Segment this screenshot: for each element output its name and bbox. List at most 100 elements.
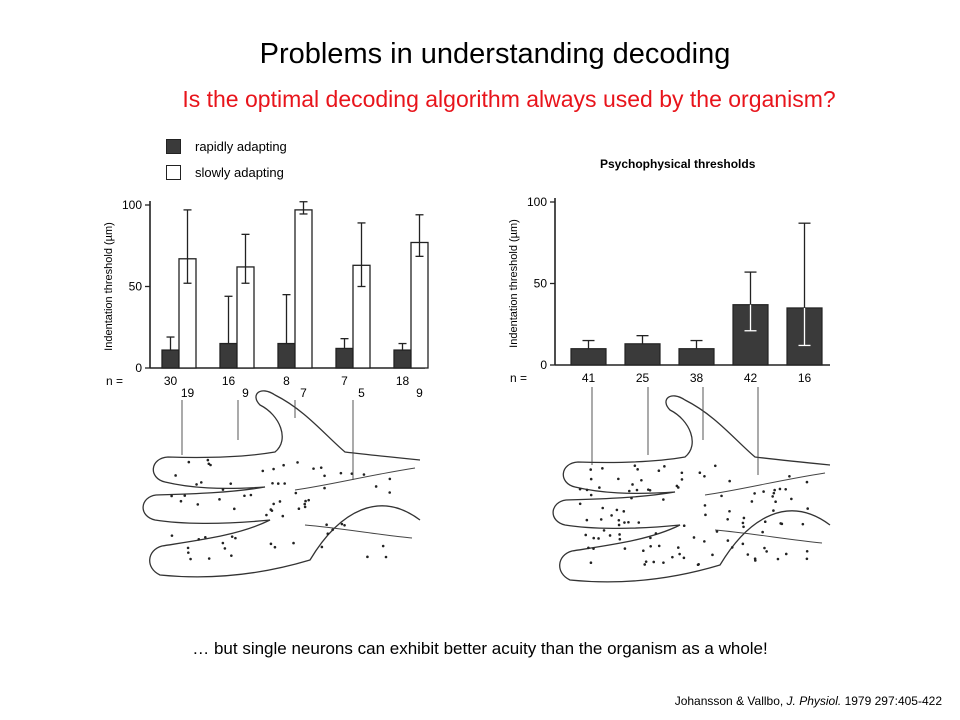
receptive-field-dot — [741, 521, 745, 525]
receptive-field-dot — [597, 537, 600, 540]
receptive-field-dot — [592, 536, 596, 540]
n-count-label: 5 — [358, 386, 365, 400]
legend-label-rapid: rapidly adapting — [195, 138, 287, 154]
receptive-field-dot — [698, 471, 702, 474]
receptive-field-dot — [640, 478, 643, 482]
receptive-field-dot — [801, 522, 805, 526]
receptive-field-dot — [778, 487, 782, 491]
legend-swatch-rapid — [166, 138, 181, 154]
receptive-field-dot — [319, 466, 323, 469]
citation-journal: J. Physiol. — [786, 694, 842, 708]
receptive-field-dot — [221, 488, 225, 491]
receptive-field-dot — [218, 498, 221, 501]
receptive-field-dot — [381, 544, 385, 548]
receptive-field-dot — [617, 477, 620, 481]
receptive-field-dot — [805, 557, 809, 561]
receptive-field-dot — [615, 508, 619, 512]
legend-label-slow: slowly adapting — [195, 164, 284, 180]
palm-crease — [714, 529, 823, 544]
receptive-field-dot — [602, 529, 606, 532]
receptive-field-dot — [374, 485, 378, 488]
receptive-field-dot — [633, 464, 637, 467]
receptive-field-dot — [584, 533, 588, 537]
receptive-field-dot — [197, 538, 201, 541]
citation-authors: Johansson & Vallbo, — [674, 694, 787, 708]
receptive-field-dot — [623, 547, 627, 550]
receptive-field-dot — [273, 545, 277, 549]
receptive-field-dot — [730, 546, 734, 549]
receptive-field-dot — [296, 461, 299, 464]
n-count-label: 9 — [242, 386, 249, 400]
n-count-label: 42 — [744, 371, 758, 385]
receptive-field-dot — [343, 523, 346, 527]
n-count-label: 41 — [582, 371, 596, 385]
receptive-field-dot — [728, 509, 731, 513]
receptive-field-dot — [642, 549, 645, 552]
receptive-field-dot — [179, 499, 183, 503]
receptive-field-dot — [340, 522, 344, 526]
receptive-field-dot — [170, 494, 173, 498]
palm-crease — [304, 524, 413, 539]
receptive-field-dot — [186, 546, 190, 550]
receptive-field-dot — [170, 534, 174, 537]
receptive-field-dot — [805, 480, 809, 484]
receptive-field-dot — [720, 494, 723, 498]
receptive-field-dot — [207, 557, 211, 560]
bar-slowly-adapting — [294, 209, 313, 369]
n-prefix-label: n = — [510, 371, 527, 385]
receptive-field-dot — [230, 554, 233, 557]
receptive-field-dot — [307, 498, 310, 502]
receptive-field-dot — [589, 477, 593, 481]
receptive-field-dot — [682, 556, 686, 560]
receptive-field-dot — [636, 468, 639, 471]
receptive-field-dot — [622, 510, 626, 513]
receptive-field-dot — [765, 550, 768, 553]
receptive-field-dot — [711, 553, 714, 557]
receptive-field-dot — [339, 471, 343, 475]
n-count-label: 30 — [164, 374, 178, 388]
palm-crease — [294, 467, 416, 491]
receptive-field-dot — [784, 552, 788, 556]
receptive-field-dot — [234, 536, 237, 540]
receptive-field-dot — [646, 488, 650, 491]
receptive-field-dot — [643, 563, 647, 566]
n-count-label: 16 — [798, 371, 812, 385]
legend-item-rapidly-adapting: rapidly adapting — [166, 133, 287, 159]
y-tick-label: 100 — [122, 198, 142, 212]
receptive-field-dot — [292, 541, 295, 545]
receptive-field-dot — [774, 500, 777, 504]
receptive-field-dot — [283, 482, 286, 485]
receptive-field-dot — [627, 520, 630, 524]
receptive-field-dot — [297, 507, 301, 511]
receptive-field-dot — [772, 491, 776, 495]
citation: Johansson & Vallbo, J. Physiol. 1979 297… — [675, 694, 942, 708]
bar-rapidly-adapting — [277, 342, 296, 369]
receptive-field-dot — [703, 540, 706, 543]
receptive-field-dot — [272, 467, 275, 471]
n-count-label: 16 — [222, 374, 236, 388]
receptive-field-dot — [183, 494, 187, 497]
receptive-field-dot — [189, 557, 192, 561]
receptive-field-dot — [618, 537, 622, 541]
receptive-field-dot — [269, 508, 273, 511]
receptive-field-dot — [282, 463, 285, 467]
receptive-field-dot — [350, 472, 354, 475]
receptive-field-dot — [320, 545, 324, 549]
receptive-field-dot — [598, 486, 601, 489]
receptive-field-dot — [671, 555, 674, 559]
receptive-field-dot — [610, 514, 613, 517]
receptive-field-dot — [578, 487, 582, 491]
receptive-field-dot — [806, 507, 809, 510]
receptive-field-dot — [249, 493, 253, 497]
receptive-field-dot — [196, 503, 200, 506]
receptive-field-dot — [223, 547, 227, 550]
hand-drawing-left — [142, 390, 421, 578]
receptive-field-dot — [608, 534, 612, 537]
receptive-field-dot — [187, 460, 191, 464]
receptive-field-dot — [599, 518, 603, 521]
chart-title: Psychophysical thresholds — [600, 157, 756, 171]
receptive-field-dot — [272, 502, 275, 506]
y-tick-label: 100 — [527, 195, 547, 209]
receptive-field-dot — [742, 516, 746, 520]
receptive-field-dot — [675, 484, 679, 488]
